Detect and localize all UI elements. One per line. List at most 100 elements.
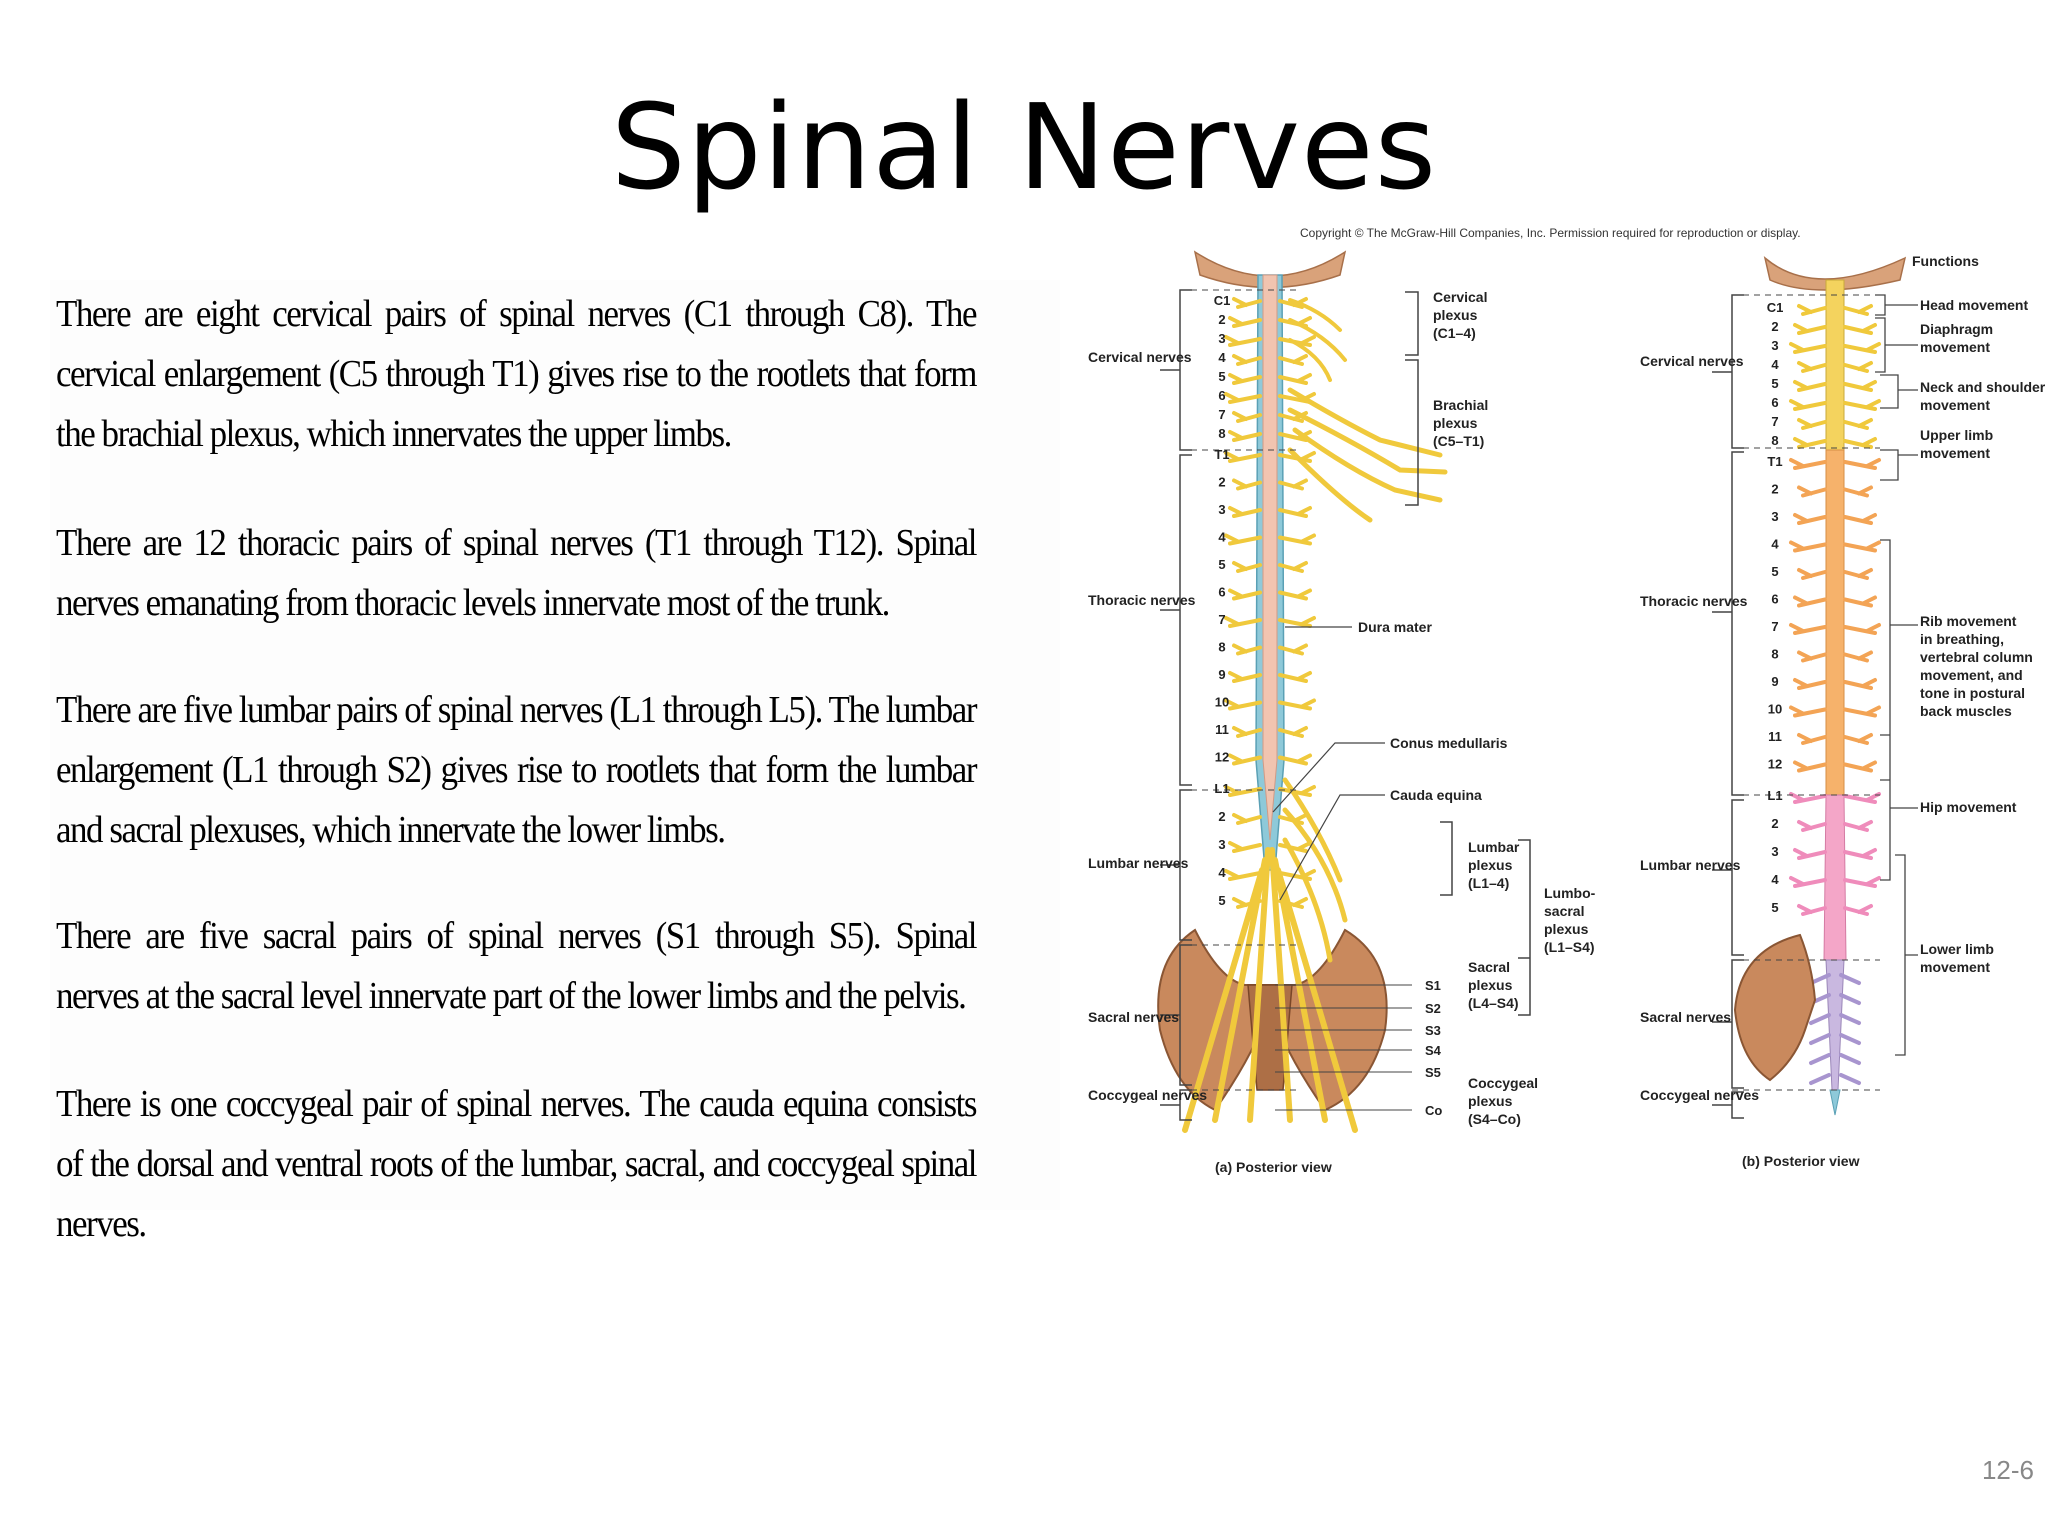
panel-b-level-label: 4 — [1771, 537, 1779, 552]
function-diaphragm: Diaphragm movement — [1920, 321, 1993, 355]
panel-b-nerve-root — [1843, 904, 1873, 916]
function-rib-movement: Rib movement in breathing, vertebral col… — [1920, 613, 2033, 719]
panel-b-level-label: 6 — [1771, 395, 1778, 410]
svg-text:Rib movement: Rib movement — [1920, 613, 2017, 629]
cord-sacral-b — [1825, 959, 1845, 1091]
panel-b-level-label: 9 — [1771, 674, 1778, 689]
panel-a-nerve-root — [1278, 616, 1316, 628]
panel-b-nerve-root — [1793, 323, 1827, 335]
cord-thoracic-b — [1825, 449, 1845, 796]
svg-text:(C5–T1): (C5–T1) — [1433, 433, 1484, 449]
cord-coccygeal-b — [1829, 1089, 1841, 1116]
panel-a-level-label: L1 — [1214, 781, 1229, 796]
panel-a-nerve-root — [1232, 354, 1262, 366]
panel-a-level-label: 5 — [1218, 557, 1225, 572]
function-neck-shoulder: Neck and shoulder movement — [1920, 379, 2046, 413]
panel-a-nerve-root — [1224, 451, 1262, 463]
svg-text:Lumbo-: Lumbo- — [1544, 885, 1596, 901]
panel-b-nerve-root — [1793, 513, 1827, 525]
panel-b-nerve-root — [1789, 458, 1827, 470]
panel-a-nerve-root — [1278, 588, 1312, 601]
panel-b-nerve-root — [1843, 650, 1873, 663]
panel-a-nerve-root — [1232, 561, 1262, 573]
caption-panel-a: (a) Posterior view — [1215, 1159, 1332, 1175]
panel-a-nerve-root — [1232, 643, 1262, 656]
panel-a-nerve-root — [1278, 373, 1312, 385]
panel-b-sacral-nerve-root — [1839, 973, 1861, 985]
panel-a-level-label: 10 — [1215, 695, 1229, 710]
panel-a-level-label: 3 — [1218, 837, 1225, 852]
panel-b-nerve-root — [1797, 418, 1827, 430]
panel-b-level-label: 11 — [1768, 729, 1782, 744]
panel-b-sacral-nerve-root — [1839, 1053, 1861, 1065]
panel-b-nerve-root — [1843, 361, 1873, 373]
panel-a-nerve-root — [1228, 753, 1262, 766]
panel-a-nerve-root — [1228, 506, 1262, 518]
panel-b-level-label: 3 — [1771, 509, 1778, 524]
svg-text:Coccygeal: Coccygeal — [1468, 1075, 1538, 1091]
panel-a-level-label: 5 — [1218, 369, 1225, 384]
panel-b-sacral-nerve-root — [1839, 993, 1861, 1005]
panel-b-nerve-root — [1797, 733, 1827, 745]
panel-a-nerve-root — [1278, 478, 1308, 491]
panel-a-level-label: 6 — [1218, 388, 1225, 403]
svg-text:movement: movement — [1920, 339, 1990, 355]
panel-b-nerve-root — [1797, 568, 1827, 580]
bracket-functions-b — [1875, 294, 1918, 1056]
panel-a-nerve-root — [1228, 671, 1262, 683]
panel-b-level-label: 2 — [1771, 816, 1778, 831]
panel-b-sacral-nerve-root — [1809, 1053, 1831, 1065]
label-conus-medullaris: Conus medullaris — [1390, 735, 1508, 751]
bracket-brachial-plexus — [1405, 359, 1419, 506]
panel-b-level-label: T1 — [1767, 454, 1782, 469]
panel-b-nerve-root — [1843, 848, 1877, 860]
svg-text:Lower limb: Lower limb — [1920, 941, 1994, 957]
panel-a-nerve-root — [1224, 392, 1262, 404]
brachial-plexus-a — [1287, 387, 1448, 523]
svg-text:plexus: plexus — [1468, 1093, 1513, 1109]
panel-a-nerve-root — [1278, 841, 1312, 853]
svg-text:Brachial: Brachial — [1433, 397, 1488, 413]
panel-a-level-label: 3 — [1218, 502, 1225, 517]
panel-a-level-label: 3 — [1218, 331, 1225, 346]
panel-b-nerve-root — [1843, 304, 1873, 316]
panel-b-nerve-root — [1843, 733, 1873, 745]
sacral-level-label: S4 — [1425, 1043, 1442, 1058]
panel-a-nerve-root — [1228, 316, 1262, 328]
paragraph-lumbar: There are five lumbar pairs of spinal ne… — [56, 689, 977, 851]
paragraph-coccygeal: There is one coccygeal pair of spinal ne… — [56, 1083, 977, 1245]
paragraph-thoracic: There are 12 thoracic pairs of spinal ne… — [56, 522, 977, 624]
panel-b-nerve-root — [1789, 705, 1827, 718]
pointer-conus — [1272, 742, 1385, 813]
bracket-lumbar-b — [1712, 799, 1744, 956]
panel-b-nerve-root — [1793, 380, 1827, 392]
svg-text:movement: movement — [1920, 445, 1990, 461]
panel-b-nerve-root — [1843, 568, 1873, 580]
svg-text:Lumbar: Lumbar — [1468, 839, 1520, 855]
panel-a-illustration — [1157, 250, 1531, 1133]
svg-text:(L1–S4): (L1–S4) — [1544, 939, 1595, 955]
panel-b-level-label: 2 — [1771, 482, 1778, 497]
svg-text:vertebral column: vertebral column — [1920, 649, 2033, 665]
panel-b-level-label: 3 — [1771, 338, 1778, 353]
panel-b-level-label: C1 — [1767, 300, 1784, 315]
panel-a-level-label: 2 — [1218, 809, 1225, 824]
svg-text:Diaphragm: Diaphragm — [1920, 321, 1993, 337]
svg-text:(L1–4): (L1–4) — [1468, 875, 1509, 891]
label-dura-mater: Dura mater — [1358, 619, 1432, 635]
panel-b-nerve-root — [1843, 399, 1881, 411]
panel-a-nerve-root — [1278, 643, 1308, 656]
label-coccygeal-plexus: Coccygeal plexus (S4–Co) — [1468, 1075, 1538, 1127]
spinal-cord-a — [1262, 274, 1278, 841]
label-lumbar-nerves-a: Lumbar nerves — [1088, 855, 1189, 871]
panel-a-nerve-root — [1278, 698, 1316, 711]
bracket-cervical-a — [1160, 289, 1192, 451]
panel-b-level-label: L1 — [1767, 788, 1782, 803]
panel-b-nerve-root — [1843, 485, 1873, 498]
paragraph-sacral: There are five sacral pairs of spinal ne… — [56, 915, 977, 1017]
panel-b-level-label: 2 — [1771, 319, 1778, 334]
panel-a-nerve-root — [1224, 616, 1262, 628]
svg-text:in breathing,: in breathing, — [1920, 631, 2004, 647]
